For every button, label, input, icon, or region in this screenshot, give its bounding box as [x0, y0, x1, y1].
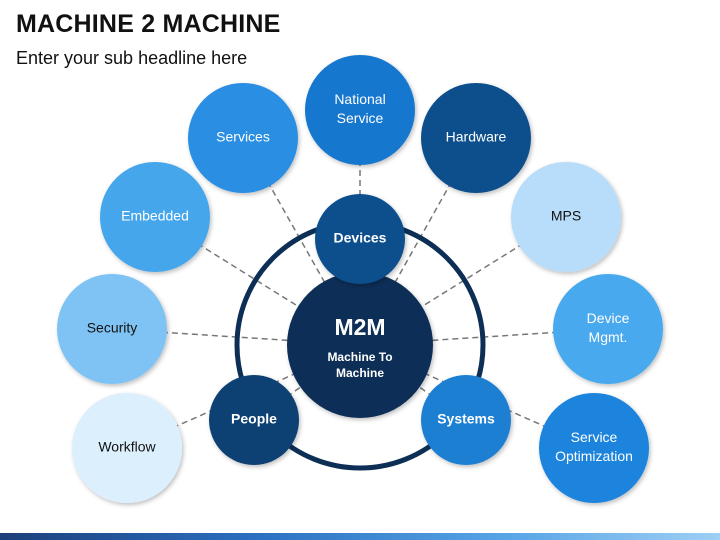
node-device-mgmt-circle — [553, 274, 663, 384]
node-devices-circle — [315, 194, 405, 284]
center-subtitle: Machine To — [327, 350, 392, 364]
node-hardware-circle — [421, 83, 531, 193]
node-services-circle — [188, 83, 298, 193]
node-people-circle — [209, 375, 299, 465]
node-mps-circle — [511, 162, 621, 272]
node-m2m-center: M2M Machine To Machine — [287, 272, 433, 418]
node-services-label: Services — [216, 129, 270, 145]
node-mps: MPS — [511, 162, 621, 272]
node-hardware-label: Hardware — [446, 129, 507, 145]
node-embedded: Embedded — [100, 162, 210, 272]
node-security-circle — [57, 274, 167, 384]
node-security-label: Security — [87, 320, 138, 336]
bottom-gradient-bar — [0, 533, 720, 540]
center-heading: M2M — [334, 314, 385, 340]
node-national-service-circle — [305, 55, 415, 165]
node-systems-label: Systems — [437, 411, 495, 427]
node-devices-label: Devices — [334, 230, 387, 246]
node-hardware: Hardware — [421, 83, 531, 193]
node-workflow-circle — [72, 393, 182, 503]
node-security: Security — [57, 274, 167, 384]
center-subtitle: Machine — [336, 366, 384, 380]
node-national-service-label: National — [334, 91, 385, 107]
node-embedded-circle — [100, 162, 210, 272]
nodes-layer: Workflow Security Embedded Services National… — [57, 55, 663, 503]
node-service-optimization-label: Service — [571, 429, 618, 445]
node-systems: Systems — [421, 375, 511, 465]
node-national-service-label: Service — [337, 110, 384, 126]
node-service-optimization-circle — [539, 393, 649, 503]
node-embedded-label: Embedded — [121, 208, 189, 224]
node-devices: Devices — [315, 194, 405, 284]
node-systems-circle — [421, 375, 511, 465]
node-people: People — [209, 375, 299, 465]
node-device-mgmt-label: Device — [587, 310, 630, 326]
node-device-mgmt-label: Mgmt. — [589, 329, 628, 345]
node-workflow-label: Workflow — [98, 439, 156, 455]
page-subtitle: Enter your sub headline here — [16, 48, 248, 68]
node-people-label: People — [231, 411, 277, 427]
node-m2m-center-circle — [287, 272, 433, 418]
page-title: MACHINE 2 MACHINE — [16, 10, 281, 38]
node-service-optimization-label: Optimization — [555, 448, 633, 464]
node-workflow: Workflow — [72, 393, 182, 503]
node-services: Services — [188, 83, 298, 193]
node-mps-label: MPS — [551, 208, 581, 224]
